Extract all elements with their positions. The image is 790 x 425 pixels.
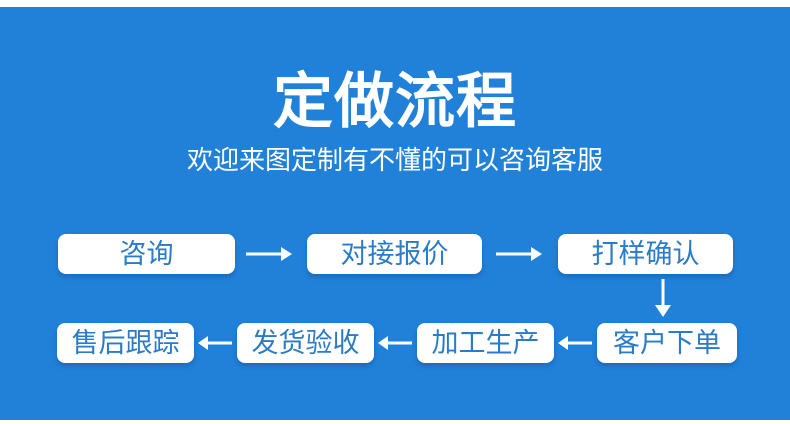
flow-step-customer-order: 客户下单 [597,323,737,363]
flow-step-quote: 对接报价 [307,234,482,274]
flow-step-ship-inspect: 发货验收 [237,323,374,363]
flow-step-label: 客户下单 [613,328,721,358]
arrow-right-icon [494,244,544,264]
flow-step-label: 发货验收 [251,328,360,358]
arrow-left-icon [556,334,594,352]
flow-step-label: 打样确认 [591,239,700,269]
arrow-left-icon [376,334,414,352]
arrow-right-icon [244,244,294,264]
flow-step-sample-confirm: 打样确认 [558,234,733,274]
page-subtitle: 欢迎来图定制有不懂的可以咨询客服 [186,145,603,175]
flow-step-after-sales: 售后跟踪 [57,323,194,363]
flow-step-label: 加工生产 [431,328,540,358]
flow-step-production: 加工生产 [417,323,554,363]
flow-step-label: 对接报价 [340,239,449,269]
blue-panel: 定做流程 欢迎来图定制有不懂的可以咨询客服 咨询 对接报价 打样确认 [0,7,790,420]
arrow-left-icon [196,334,234,352]
arrow-down-icon [650,277,676,319]
page-title: 定做流程 [273,68,517,135]
flow-step-consult: 咨询 [58,234,235,274]
flow-step-label: 售后跟踪 [71,328,180,358]
flow-step-label: 咨询 [119,239,174,269]
